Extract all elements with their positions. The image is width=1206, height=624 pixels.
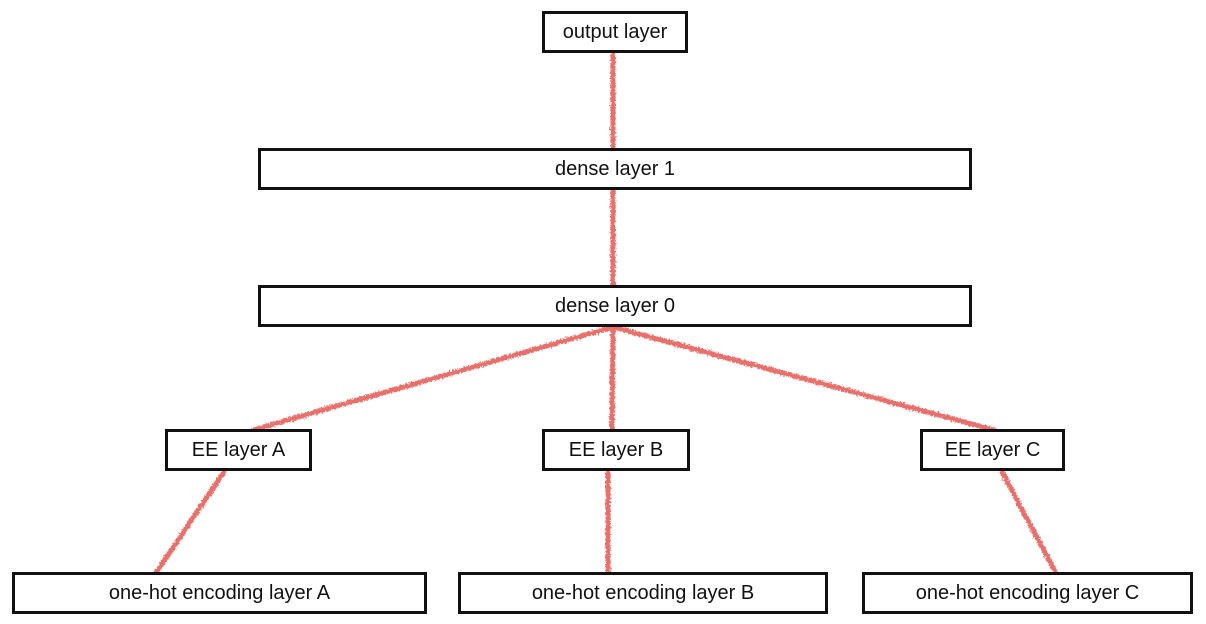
node-ee-layer-c: EE layer C — [920, 429, 1065, 471]
node-onehot-layer-c: one-hot encoding layer C — [862, 572, 1193, 614]
node-output-layer-label: output layer — [562, 20, 668, 43]
edge-dense0-eeB — [609, 324, 616, 433]
node-dense-layer-0: dense layer 0 — [258, 285, 972, 327]
node-dense-layer-0-label: dense layer 0 — [554, 294, 676, 317]
edge-eeC-onehotC — [999, 469, 1059, 576]
node-onehot-layer-a-label: one-hot encoding layer A — [108, 581, 331, 604]
node-dense-layer-1-label: dense layer 1 — [554, 157, 676, 180]
node-onehot-layer-a: one-hot encoding layer A — [12, 572, 427, 614]
node-onehot-layer-b: one-hot encoding layer B — [458, 572, 828, 614]
node-ee-layer-c-label: EE layer C — [944, 438, 1041, 461]
node-ee-layer-b: EE layer B — [542, 429, 690, 471]
node-ee-layer-b-label: EE layer B — [568, 438, 664, 461]
node-onehot-layer-b-label: one-hot encoding layer B — [531, 581, 755, 604]
node-onehot-layer-c-label: one-hot encoding layer C — [915, 581, 1140, 604]
node-ee-layer-a: EE layer A — [165, 429, 312, 471]
node-dense-layer-1: dense layer 1 — [258, 148, 972, 190]
edge-eeA-onehotA — [153, 469, 227, 576]
edge-dense0-eeA — [250, 324, 616, 433]
edge-dense0-eeC — [610, 324, 997, 433]
node-output-layer: output layer — [542, 11, 688, 53]
node-ee-layer-a-label: EE layer A — [191, 438, 286, 461]
